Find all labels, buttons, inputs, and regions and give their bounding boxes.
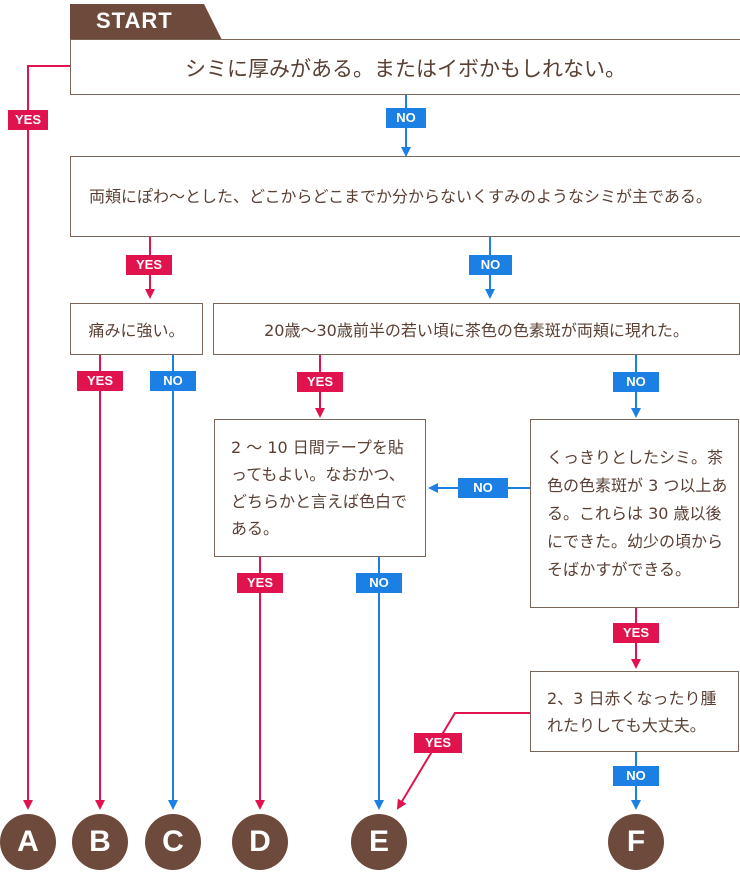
result-e: E bbox=[351, 814, 407, 870]
question-q7-text: 2、3 日赤くなったり腫れたりしても大丈夫。 bbox=[547, 688, 717, 735]
tag-q7-yes: YES bbox=[414, 733, 462, 753]
result-d: D bbox=[232, 814, 288, 870]
question-q3: 痛みに強い。 bbox=[70, 303, 203, 355]
tag-q5-yes: YES bbox=[237, 573, 283, 593]
start-label: START bbox=[96, 8, 173, 33]
result-c: C bbox=[145, 814, 201, 870]
tag-q5-no: NO bbox=[356, 573, 402, 593]
tag-q3-yes: YES bbox=[77, 371, 123, 391]
tag-q3-no: NO bbox=[150, 371, 196, 391]
question-q5: 2 〜 10 日間テープを貼ってもよい。なおかつ、どちらかと言えば色白である。 bbox=[214, 419, 426, 557]
question-q7: 2、3 日赤くなったり腫れたりしても大丈夫。 bbox=[530, 671, 739, 752]
question-q5-text: 2 〜 10 日間テープを貼ってもよい。なおかつ、どちらかと言えば色白である。 bbox=[231, 438, 408, 538]
question-q3-text: 痛みに強い。 bbox=[88, 321, 185, 340]
result-b: B bbox=[72, 814, 128, 870]
tag-q6-no: NO bbox=[458, 478, 508, 498]
result-f: F bbox=[608, 814, 664, 870]
tag-q1-no: NO bbox=[386, 108, 426, 128]
line-q7-yes bbox=[396, 712, 531, 810]
question-q2-text: 両頬にぽわ〜とした、どこからどこまでか分からないくすみのようなシミが主である。 bbox=[89, 186, 712, 206]
tag-q4-yes: YES bbox=[297, 372, 343, 392]
tag-q2-yes: YES bbox=[126, 255, 172, 275]
question-q1: シミに厚みがある。またはイボかもしれない。 bbox=[70, 39, 740, 95]
question-q2: 両頬にぽわ〜とした、どこからどこまでか分からないくすみのようなシミが主である。 bbox=[70, 156, 740, 237]
result-a: A bbox=[0, 814, 56, 870]
tag-q6-yes: YES bbox=[613, 623, 659, 643]
tag-q7-no: NO bbox=[613, 766, 659, 786]
line-q1-yes bbox=[23, 65, 70, 810]
question-q6-text: くっきりとしたシミ。茶色の色素斑が 3 つ以上ある。これらは 30 歳以後にでき… bbox=[547, 447, 728, 579]
tag-q1-yes: YES bbox=[8, 110, 48, 130]
tag-q2-no: NO bbox=[469, 255, 512, 275]
start-tab-shape bbox=[70, 4, 222, 40]
question-q4: 20歳〜30歳前半の若い頃に茶色の色素斑が両頬に現れた。 bbox=[213, 303, 740, 355]
question-q4-text: 20歳〜30歳前半の若い頃に茶色の色素斑が両頬に現れた。 bbox=[264, 321, 689, 340]
question-q1-text: シミに厚みがある。またはイボかもしれない。 bbox=[185, 56, 626, 81]
question-q6: くっきりとしたシミ。茶色の色素斑が 3 つ以上ある。これらは 30 歳以後にでき… bbox=[530, 419, 739, 608]
tag-q4-no: NO bbox=[613, 372, 659, 392]
